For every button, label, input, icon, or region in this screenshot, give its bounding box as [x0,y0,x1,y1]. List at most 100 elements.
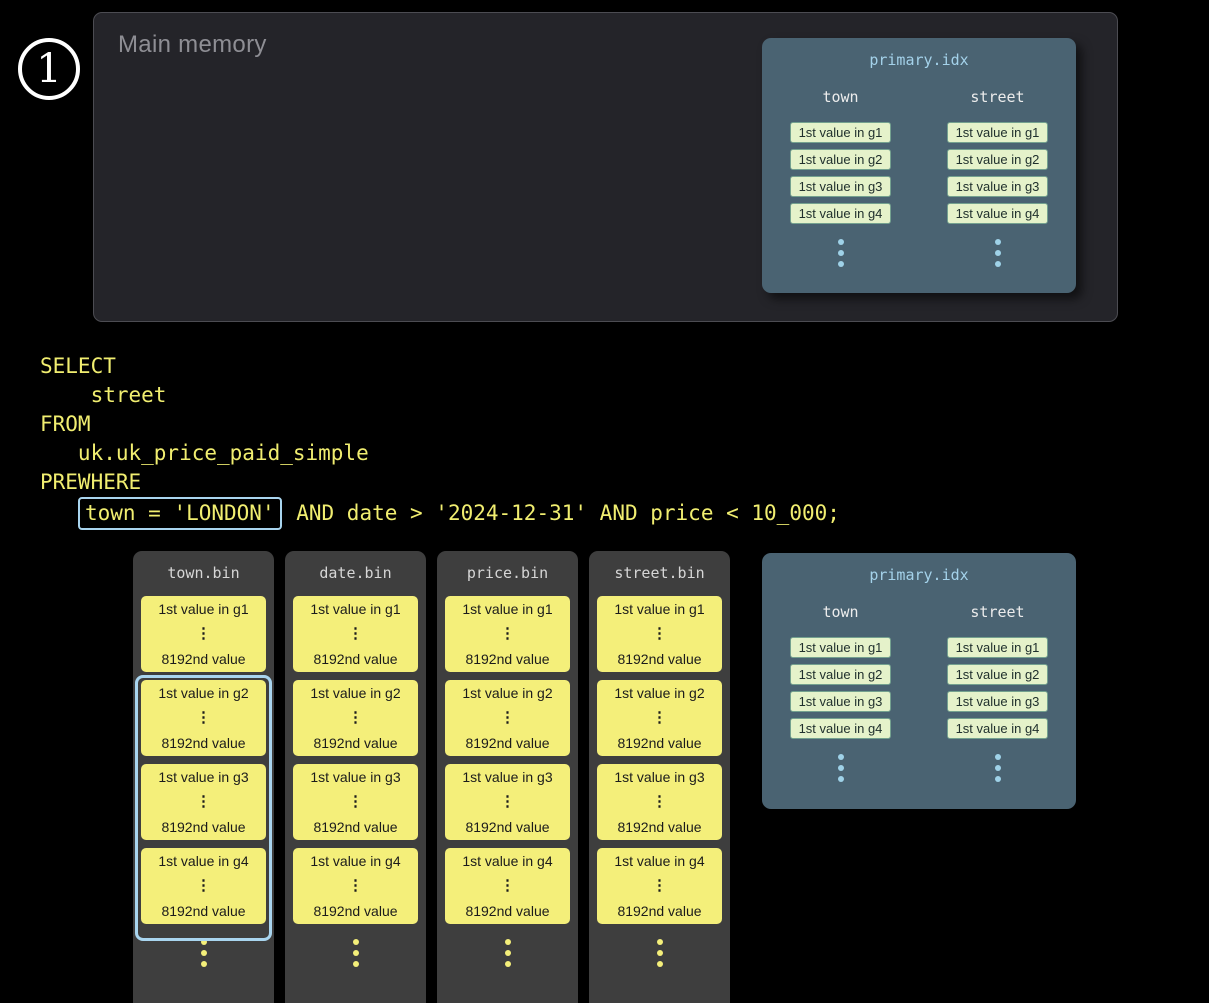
granule-first-value: 1st value in g3 [310,769,401,785]
vertical-ellipsis-icon: ⋮ [500,709,515,726]
pidx-town-entries: 1st value in g1 1st value in g2 1st valu… [789,637,892,739]
sql-line-prewhere: PREWHERE [40,470,142,494]
index-entry: 1st value in g1 [789,637,892,658]
granule-last-value: 8192nd value [617,651,702,667]
granule-block: 1st value in g1 ⋮ 8192nd value [293,596,418,672]
primary-index-columns: town 1st value in g1 1st value in g2 1st… [762,603,1076,782]
vertical-dots-icon [994,239,1001,267]
index-entry: 1st value in g3 [946,691,1049,712]
column-file-title: price.bin [466,564,549,582]
primary-index-title: primary.idx [869,51,969,69]
granule-first-value: 1st value in g1 [614,601,705,617]
column-file-town-bin: town.bin 1st value in g1 ⋮ 8192nd value … [133,551,274,1003]
index-entry: 1st value in g4 [946,718,1049,739]
index-entry: 1st value in g2 [946,149,1049,170]
granule-first-value: 1st value in g1 [310,601,401,617]
granule-block: 1st value in g3 ⋮ 8192nd value [597,764,722,840]
index-entry: 1st value in g4 [946,203,1049,224]
granule-block: 1st value in g1 ⋮ 8192nd value [141,596,266,672]
index-entry: 1st value in g2 [789,149,892,170]
granule-block: 1st value in g1 ⋮ 8192nd value [597,596,722,672]
sql-query-block: SELECT street FROM uk.uk_price_paid_simp… [40,352,840,530]
granule-last-value: 8192nd value [161,735,246,751]
granule-first-value: 1st value in g3 [158,769,249,785]
pidx-town-column: town 1st value in g1 1st value in g2 1st… [762,88,919,267]
vertical-ellipsis-icon: ⋮ [196,793,211,810]
granule-last-value: 8192nd value [161,651,246,667]
granule-first-value: 1st value in g2 [462,685,553,701]
granule-block: 1st value in g2 ⋮ 8192nd value [597,680,722,756]
sql-line-from: FROM [40,412,91,436]
granule-first-value: 1st value in g4 [614,853,705,869]
vertical-ellipsis-icon: ⋮ [500,793,515,810]
granule-first-value: 1st value in g1 [462,601,553,617]
vertical-ellipsis-icon: ⋮ [348,877,363,894]
step-number-badge: 1 [18,38,80,100]
pidx-street-entries: 1st value in g1 1st value in g2 1st valu… [946,122,1049,224]
vertical-dots-icon [994,754,1001,782]
index-entry: 1st value in g4 [789,203,892,224]
granule-last-value: 8192nd value [313,735,398,751]
sql-highlighted-predicate: town = 'LONDON' [77,497,282,530]
sql-line-select: SELECT [40,354,116,378]
granule-stack: 1st value in g1 ⋮ 8192nd value 1st value… [589,596,730,924]
granule-block: 1st value in g1 ⋮ 8192nd value [445,596,570,672]
granule-last-value: 8192nd value [617,819,702,835]
granule-first-value: 1st value in g4 [310,853,401,869]
granule-first-value: 1st value in g1 [158,601,249,617]
granule-last-value: 8192nd value [617,735,702,751]
pidx-town-header: town [822,88,859,106]
granule-block: 1st value in g2 ⋮ 8192nd value [445,680,570,756]
vertical-ellipsis-icon: ⋮ [652,793,667,810]
sql-line-select-column: street [40,383,167,407]
index-entry: 1st value in g1 [946,637,1049,658]
granule-last-value: 8192nd value [465,735,550,751]
primary-index-panel-memory: primary.idx town 1st value in g1 1st val… [762,38,1076,293]
index-entry: 1st value in g1 [946,122,1049,143]
index-entry: 1st value in g3 [789,176,892,197]
pidx-street-entries: 1st value in g1 1st value in g2 1st valu… [946,637,1049,739]
pidx-street-column: street 1st value in g1 1st value in g2 1… [919,603,1076,782]
granule-block: 1st value in g3 ⋮ 8192nd value [293,764,418,840]
pidx-town-header: town [822,603,859,621]
granule-block: 1st value in g2 ⋮ 8192nd value [141,680,266,756]
granule-block: 1st value in g4 ⋮ 8192nd value [293,848,418,924]
vertical-ellipsis-icon: ⋮ [348,709,363,726]
primary-index-columns: town 1st value in g1 1st value in g2 1st… [762,88,1076,267]
granule-block: 1st value in g4 ⋮ 8192nd value [597,848,722,924]
granule-last-value: 8192nd value [161,903,246,919]
vertical-ellipsis-icon: ⋮ [196,709,211,726]
granule-block: 1st value in g4 ⋮ 8192nd value [445,848,570,924]
main-memory-label: Main memory [118,31,267,58]
granule-first-value: 1st value in g3 [462,769,553,785]
pidx-street-header: street [970,603,1025,621]
vertical-ellipsis-icon: ⋮ [652,709,667,726]
primary-index-title: primary.idx [869,566,969,584]
column-file-date-bin: date.bin 1st value in g1 ⋮ 8192nd value … [285,551,426,1003]
granule-block: 1st value in g4 ⋮ 8192nd value [141,848,266,924]
column-file-street-bin: street.bin 1st value in g1 ⋮ 8192nd valu… [589,551,730,1003]
index-entry: 1st value in g1 [789,122,892,143]
vertical-ellipsis-icon: ⋮ [348,625,363,642]
vertical-ellipsis-icon: ⋮ [652,625,667,642]
vertical-ellipsis-icon: ⋮ [500,625,515,642]
granule-first-value: 1st value in g2 [614,685,705,701]
granule-last-value: 8192nd value [313,819,398,835]
vertical-dots-icon [133,939,274,967]
granule-last-value: 8192nd value [465,651,550,667]
index-entry: 1st value in g2 [789,664,892,685]
granule-last-value: 8192nd value [313,903,398,919]
step-number: 1 [36,46,62,92]
granule-stack: 1st value in g1 ⋮ 8192nd value 1st value… [285,596,426,924]
index-entry: 1st value in g3 [946,176,1049,197]
vertical-dots-icon [589,939,730,967]
granule-last-value: 8192nd value [313,651,398,667]
column-file-title: street.bin [614,564,705,582]
vertical-ellipsis-icon: ⋮ [196,877,211,894]
primary-index-panel-disk: primary.idx town 1st value in g1 1st val… [762,553,1076,809]
granule-last-value: 8192nd value [161,819,246,835]
vertical-dots-icon [285,939,426,967]
vertical-ellipsis-icon: ⋮ [652,877,667,894]
granule-last-value: 8192nd value [617,903,702,919]
